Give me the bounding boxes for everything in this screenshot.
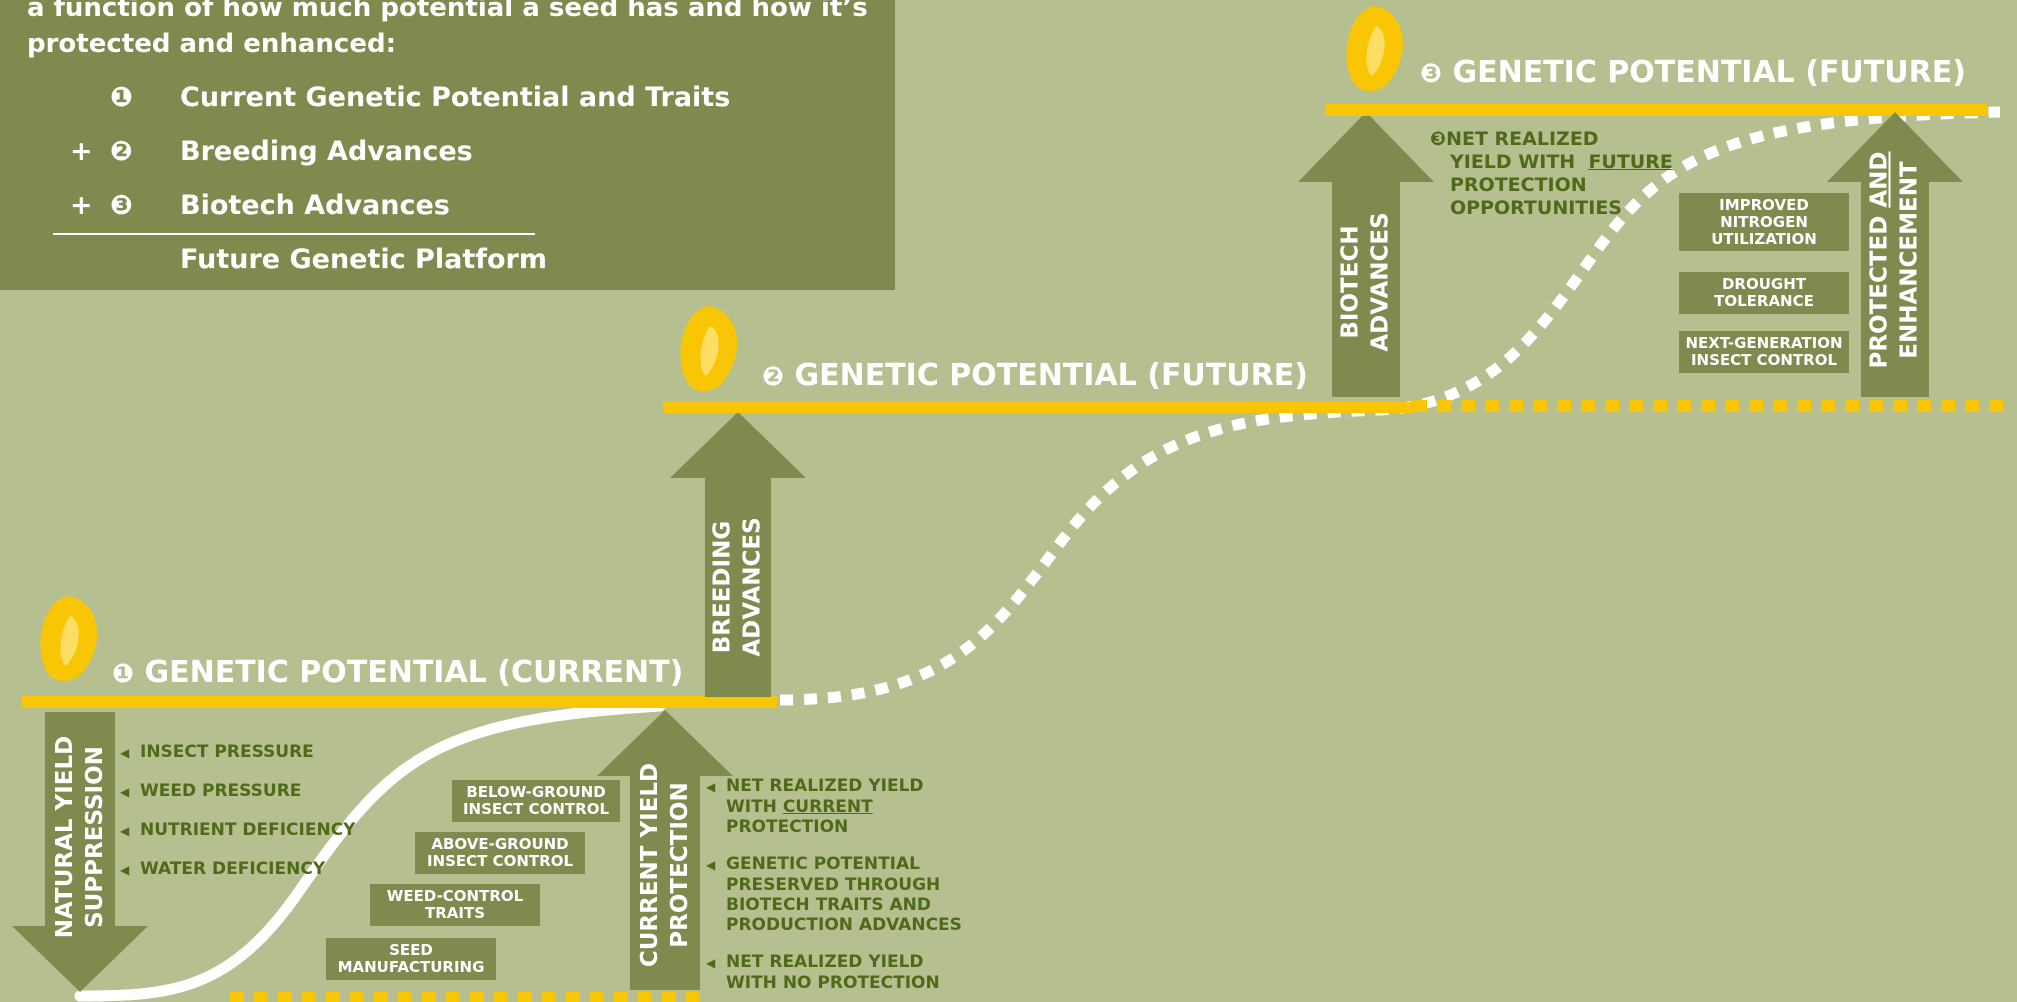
natural-suppression-arrow	[12, 712, 148, 992]
yield-protection-line1: CURRENT YIELD	[637, 762, 663, 968]
legend-sum-rule	[53, 233, 535, 235]
pressure-item: ◀WATER DEFICIENCY	[120, 859, 326, 879]
yield-protection-arrow	[597, 710, 733, 990]
breeding-line2: ADVANCES	[740, 517, 766, 657]
level-future3-line	[1325, 104, 1987, 116]
natural-suppression-line1: NATURAL YIELD	[52, 735, 79, 939]
seed-icon-level2	[680, 306, 738, 391]
current-yield-curve	[74, 700, 666, 1002]
yield-protection-line2: PROTECTION	[667, 782, 693, 948]
level-current-label: GENETIC POTENTIAL (CURRENT)	[144, 655, 684, 690]
level-future2-label: GENETIC POTENTIAL (FUTURE)	[794, 358, 1308, 393]
protected-enhancement-line1: PROTECTED AND	[1867, 151, 1893, 369]
pressure-item: ◀NUTRIENT DEFICIENCY	[120, 820, 356, 840]
breeding-label: BREEDING ADVANCES	[703, 482, 773, 692]
breeding-arrow	[670, 412, 806, 697]
yield-note-current: ◀NET REALIZED YIELD WITH CURRENT PROTECT…	[706, 776, 924, 837]
legend-row-2-number: ❷	[110, 136, 133, 167]
level-future3-title: ❸ GENETIC POTENTIAL (FUTURE)	[1420, 55, 1966, 90]
legend-total: Future Genetic Platform	[180, 244, 547, 275]
level-future2-line	[663, 402, 1413, 413]
seed-icon-level3	[1346, 6, 1404, 91]
arrow-left-icon: ◀	[706, 780, 716, 794]
protected-enhancement-arrow	[1827, 112, 1963, 397]
pressure-list: ◀INSECT PRESSURE ◀WEED PRESSURE ◀NUTRIEN…	[120, 742, 356, 898]
arrow-left-icon: ◀	[706, 956, 716, 970]
seed-icon-level1	[40, 596, 98, 681]
biotech-arrow	[1298, 112, 1434, 397]
protected-enhancement-line2: ENHANCEMENT	[1897, 161, 1923, 359]
yield-note-preserved: ◀GENETIC POTENTIAL PRESERVED THROUGH BIO…	[706, 854, 962, 935]
arrow-left-icon: ◀	[120, 863, 130, 877]
level-current-line	[22, 696, 777, 708]
pressure-item: ◀WEED PRESSURE	[120, 781, 302, 801]
legend-row-3-text: Biotech Advances	[180, 190, 450, 221]
breeding-line1: BREEDING	[710, 520, 736, 654]
legend-row-2-text: Breeding Advances	[180, 136, 473, 167]
biotech-line2: ADVANCES	[1368, 212, 1394, 352]
arrow-left-icon: ◀	[120, 785, 130, 799]
legend-intro-line1: a function of how much potential a seed …	[27, 0, 868, 23]
biotech-line1: BIOTECH	[1338, 225, 1364, 339]
natural-suppression-line2: SUPPRESSION	[82, 746, 109, 928]
protected-enhancement-label: PROTECTED AND ENHANCEMENT	[1861, 140, 1929, 380]
legend-row-1-number: ❶	[110, 82, 133, 113]
level-future3-label: GENETIC POTENTIAL (FUTURE)	[1452, 55, 1966, 90]
legend-intro-line2: protected and enhanced:	[27, 29, 396, 59]
level-future3-number: ❸	[1420, 59, 1443, 89]
future-yield-note: ❸NET REALIZED YIELD WITH FUTURE PROTECTI…	[1430, 128, 1673, 219]
legend-row-2-sign: +	[70, 136, 93, 167]
legend-panel: a function of how much potential a seed …	[0, 0, 895, 290]
legend-row-1-text: Current Genetic Potential and Traits	[180, 82, 731, 113]
level-future2-dotted	[1413, 400, 2005, 412]
biotech-label: BIOTECH ADVANCES	[1332, 182, 1400, 382]
yield-protection-label: CURRENT YIELD PROTECTION	[630, 745, 700, 985]
pressure-item: ◀INSECT PRESSURE	[120, 742, 314, 762]
natural-suppression-label: NATURAL YIELD SUPPRESSION	[45, 712, 115, 962]
level-future2-number: ❷	[762, 362, 785, 392]
legend-intro: a function of how much potential a seed …	[27, 0, 868, 62]
level-future2-title: ❷ GENETIC POTENTIAL (FUTURE)	[762, 358, 1308, 393]
arrow-left-icon: ◀	[120, 746, 130, 760]
yield-note-no-protection: ◀NET REALIZED YIELD WITH NO PROTECTION	[706, 952, 940, 993]
arrow-left-icon: ◀	[120, 824, 130, 838]
legend-row-3-sign: +	[70, 190, 93, 221]
level-current-number: ❶	[112, 659, 135, 689]
arrow-left-icon: ◀	[706, 858, 716, 872]
level-current-title: ❶ GENETIC POTENTIAL (CURRENT)	[112, 655, 683, 690]
legend-row-3-number: ❸	[110, 190, 133, 221]
baseline-dotted	[230, 992, 700, 1002]
